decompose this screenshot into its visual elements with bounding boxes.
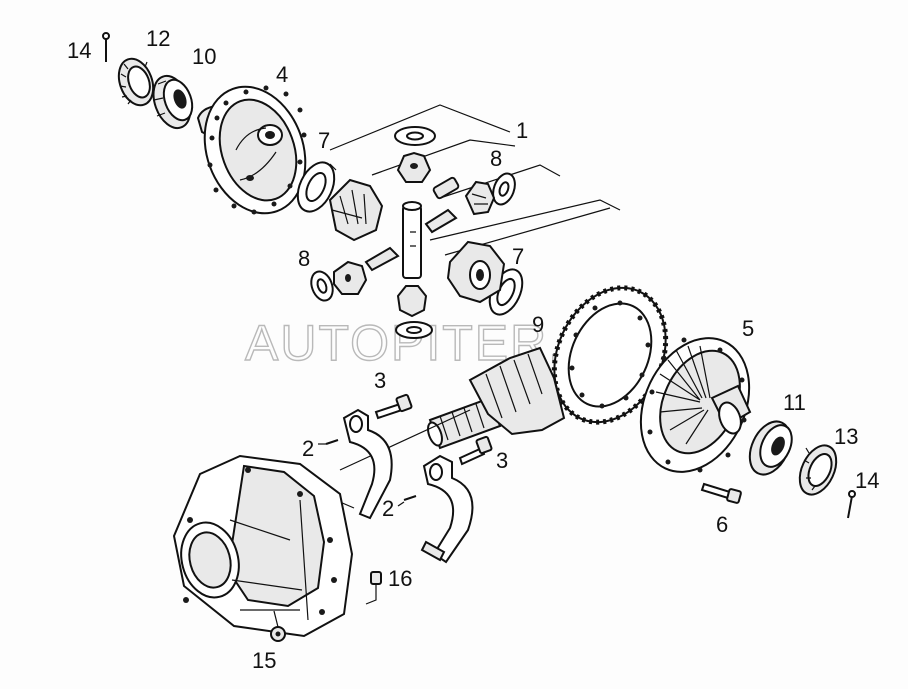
callout-8-right: 8 — [490, 146, 502, 171]
callout-9: 9 — [532, 312, 544, 337]
callout-7-top: 7 — [318, 128, 330, 153]
bearing-cap-lower — [420, 454, 474, 564]
part-1-leader-lines — [329, 104, 621, 256]
callout-6: 6 — [716, 512, 728, 537]
part-5-differential-case — [639, 337, 752, 473]
pinion-gear-bottom — [396, 285, 428, 318]
part-14-pin-left — [102, 32, 110, 62]
spider-shaft — [364, 176, 460, 279]
callout-12: 12 — [146, 26, 170, 51]
pinion-gear-top — [396, 151, 432, 183]
callout-11: 11 — [783, 390, 806, 415]
part-8-washer-left — [310, 270, 334, 302]
part-13-adjusting-nut — [798, 444, 838, 496]
callout-labels: 14 12 10 4 1 7 8 8 7 9 5 3 11 13 2 3 14 … — [67, 26, 879, 673]
callout-4: 4 — [276, 62, 288, 87]
part-12-adjusting-nut — [117, 57, 155, 107]
callout-2-upper: 2 — [302, 436, 314, 461]
side-gear-top — [328, 178, 384, 242]
part-11-bearing — [748, 420, 793, 476]
pinion-washer-top — [394, 126, 436, 146]
part-15-breather — [270, 610, 286, 642]
callout-3-lower: 3 — [496, 448, 508, 473]
leader-lines — [318, 163, 405, 507]
part-6-bolt — [700, 482, 742, 504]
callout-8-left: 8 — [298, 246, 310, 271]
part-3-bolt-upper — [374, 393, 413, 420]
callout-10: 10 — [192, 44, 216, 69]
callout-16: 16 — [388, 566, 412, 591]
callout-15: 15 — [252, 648, 276, 673]
callout-14-left: 14 — [67, 38, 91, 63]
side-gear-bottom — [446, 240, 506, 304]
part-2-pin-lower — [403, 495, 417, 501]
callout-1: 1 — [516, 118, 528, 143]
part-7-thrust-washer-top — [296, 161, 336, 213]
carrier-housing — [172, 454, 354, 638]
callout-7-bottom: 7 — [512, 244, 524, 269]
part-4-differential-case — [196, 85, 307, 215]
callout-2-lower: 2 — [382, 496, 394, 521]
callout-5: 5 — [742, 316, 754, 341]
pinion-washer-bottom — [395, 321, 433, 339]
part-2-pin-upper — [325, 439, 339, 445]
callout-13: 13 — [834, 424, 858, 449]
pinion-gear-left — [333, 260, 368, 295]
part-8-washer-right — [492, 172, 516, 206]
callout-14-right: 14 — [855, 468, 879, 493]
callout-3-upper: 3 — [374, 368, 386, 393]
drive-pinion-shaft — [339, 346, 566, 471]
part-14-pin-right — [847, 490, 856, 519]
part-10-bearing — [152, 74, 194, 130]
part-3-bolt-lower — [458, 435, 493, 466]
part-16-plug — [365, 571, 382, 605]
pinion-gear-right — [464, 180, 496, 216]
